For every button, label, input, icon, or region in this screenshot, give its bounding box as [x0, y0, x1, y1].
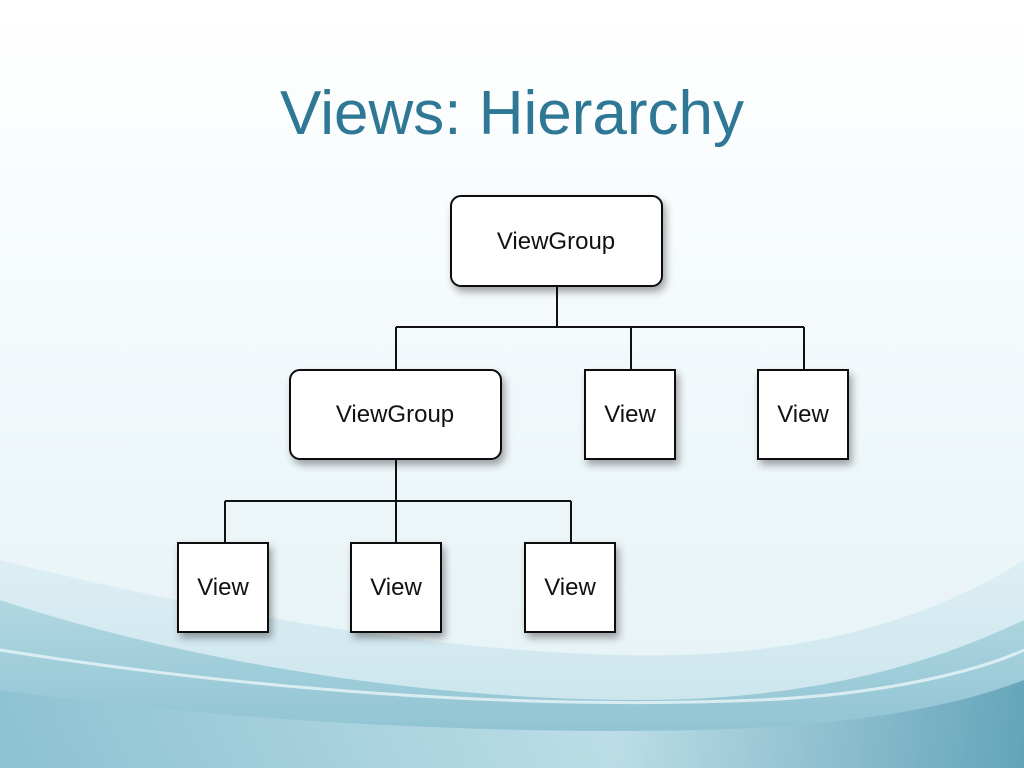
node-root-viewgroup: ViewGroup: [450, 195, 663, 287]
wave-highlight: [0, 648, 1024, 705]
node-label: ViewGroup: [336, 401, 454, 428]
node-label: View: [777, 401, 829, 428]
wave-front: [0, 680, 1024, 768]
node-label: View: [604, 401, 656, 428]
node-label: View: [370, 574, 422, 601]
slide-title: Views: Hierarchy: [279, 79, 744, 148]
node-leaf-view-1: View: [177, 542, 269, 633]
node-view-2: View: [757, 369, 849, 460]
connectors: [224, 286, 805, 543]
node-leaf-view-2: View: [350, 542, 442, 633]
node-viewgroup-child: ViewGroup: [289, 369, 502, 460]
node-label: ViewGroup: [497, 228, 615, 255]
node-leaf-view-3: View: [524, 542, 616, 633]
node-view-1: View: [584, 369, 676, 460]
node-label: View: [544, 574, 596, 601]
node-label: View: [197, 574, 249, 601]
